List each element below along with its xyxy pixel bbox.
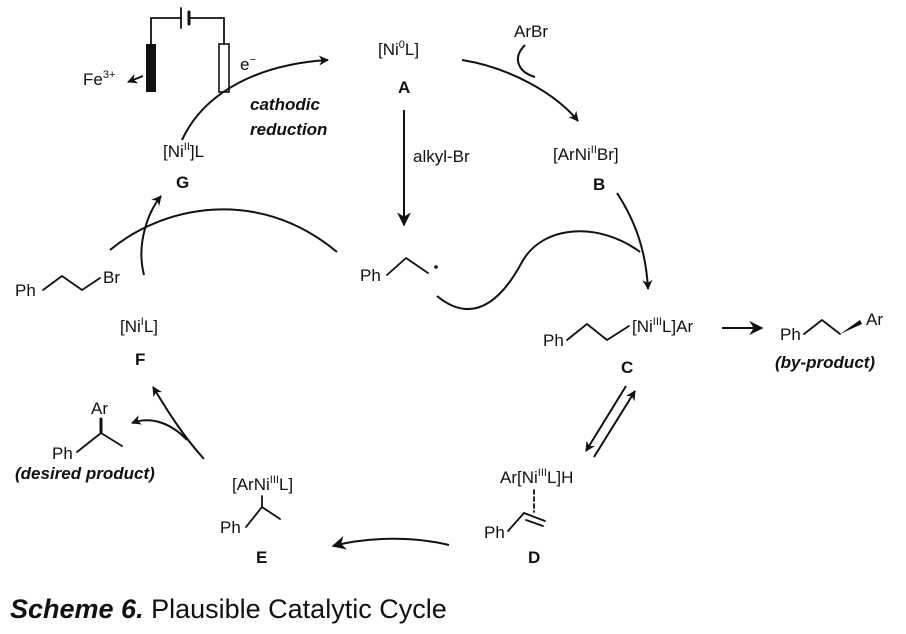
desired-product-ph: Ph	[52, 444, 73, 463]
compound-a: [Ni0L] A	[378, 39, 419, 97]
radical-chain	[386, 257, 429, 276]
compound-d-alkene-1	[523, 512, 546, 522]
compound-g-letter: G	[176, 173, 189, 192]
compound-f-formula: [NiIL]	[120, 316, 158, 336]
by-product-chain	[803, 319, 841, 335]
compound-d-formula: Ar[NiIIIL]H	[500, 467, 573, 487]
compound-b: [ArNiIIBr] B	[553, 144, 619, 194]
by-product-wedge-bond	[840, 320, 862, 334]
desired-product-note: (desired product)	[15, 464, 155, 483]
f-to-g-arrow	[140, 195, 162, 276]
compound-a-formula: [Ni0L]	[378, 39, 419, 59]
desired-product-bonds	[76, 432, 123, 453]
compound-d-letter: D	[528, 548, 540, 567]
compound-b-letter: B	[593, 175, 605, 194]
by-product-ar: Ar	[866, 310, 883, 329]
caption-text: Plausible Catalytic Cycle	[151, 594, 447, 624]
cathodic-reduction-line2: reduction	[250, 120, 327, 139]
cathode-electrode	[218, 43, 230, 93]
benzyl-radical: Ph	[360, 257, 438, 285]
alkyl-br-reagent-label: alkyl-Br	[413, 147, 470, 166]
compound-d-alkene-2	[525, 519, 544, 527]
by-product-ph: Ph	[780, 325, 801, 344]
cathodic-reduction-line1: cathodic	[250, 95, 320, 114]
alkyl-bromide-br: Br	[103, 268, 120, 287]
anode-electrode	[146, 44, 156, 92]
compound-b-formula: [ArNiIIBr]	[553, 144, 619, 164]
compound-e-ph: Ph	[220, 518, 241, 537]
desired-product-ar: Ar	[91, 399, 108, 418]
by-product-note: (by-product)	[775, 353, 875, 372]
c-to-d-equilibrium-arrow	[585, 385, 627, 452]
compound-d: Ar[NiIIIL]H Ph D	[484, 467, 573, 567]
compound-c-chain	[566, 323, 630, 341]
alkyl-bromide-chain	[42, 275, 101, 291]
compound-f-letter: F	[135, 350, 145, 369]
fe3-ion-label: Fe3+	[83, 69, 115, 89]
desired-product-release-arrow	[131, 415, 188, 441]
by-product: Ph Ar (by-product)	[775, 310, 883, 372]
d-to-c-equilibrium-arrow	[593, 390, 636, 458]
compound-c-letter: C	[621, 358, 633, 377]
arbr-reagent-label: ArBr	[514, 22, 548, 41]
electrode-cell: Fe3+ e−	[83, 7, 256, 93]
compound-c-ph: Ph	[543, 331, 564, 350]
oxidative-addition-arrow	[461, 59, 579, 122]
scheme-caption: Scheme 6. Plausible Catalytic Cycle	[10, 594, 447, 625]
caption-title: Scheme 6.	[10, 594, 144, 624]
arbr-entry-curve	[516, 44, 536, 78]
compound-g-formula: [NiII]L	[163, 141, 204, 161]
fe3-release-arrow	[127, 74, 144, 84]
alkyl-bromide-ph: Ph	[15, 281, 36, 300]
d-to-e-arrow	[331, 536, 450, 550]
compound-a-letter: A	[398, 78, 410, 97]
compound-e-bonds	[245, 506, 281, 528]
alkyl-bromide-activation-arc	[109, 208, 338, 253]
compound-e-letter: E	[256, 548, 267, 567]
radical-ph: Ph	[360, 266, 381, 285]
compound-g: [NiII]L G	[163, 141, 204, 192]
cathodic-reduction-arrow	[181, 55, 329, 141]
compound-d-ph: Ph	[484, 523, 505, 542]
alkyl-bromide: Ph Br	[15, 268, 120, 300]
electron-label: e−	[240, 54, 256, 74]
desired-product: Ar Ph (desired product)	[15, 399, 155, 483]
compound-c: Ph [NiIIIL]Ar C	[543, 316, 693, 377]
compound-d-bond-1	[507, 512, 525, 532]
compound-c-formula: [NiIIIL]Ar	[632, 316, 693, 336]
radical-capture-arc	[436, 230, 641, 310]
compound-e-formula: [ArNiIIIL]	[232, 474, 293, 494]
compound-e: [ArNiIIIL] Ph E	[220, 474, 293, 567]
b-to-c-arrow	[616, 192, 653, 290]
radical-dot	[434, 265, 438, 269]
compound-f: [NiIL] F	[120, 316, 158, 369]
reductive-elimination-arrow	[152, 386, 205, 460]
